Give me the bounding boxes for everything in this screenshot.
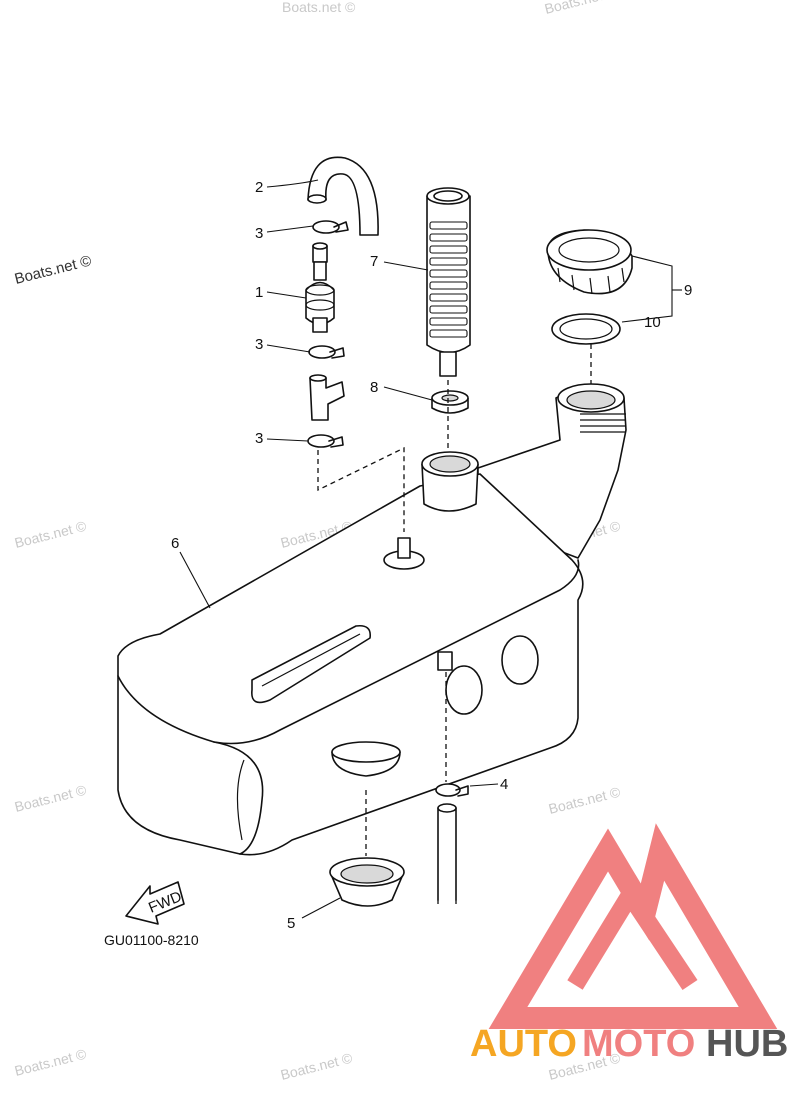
watermark: Boats.net © bbox=[547, 783, 623, 816]
watermark: Boats.net © bbox=[279, 1049, 355, 1082]
pickup-clip-part bbox=[435, 783, 469, 797]
automotohub-logo-text: AUTO MOTO HUB bbox=[470, 1023, 788, 1065]
strainer-part bbox=[426, 187, 471, 377]
logo-hub-text: HUB bbox=[706, 1023, 788, 1065]
gasket-part bbox=[551, 313, 621, 345]
part-label-3: 3 bbox=[255, 225, 263, 242]
part-label-10: 10 bbox=[644, 314, 661, 331]
fuel-hose-part bbox=[307, 156, 379, 236]
watermark: Boats.net © bbox=[543, 0, 619, 17]
fuel-tank-part bbox=[117, 383, 627, 856]
fwd-arrow-icon: FWD bbox=[125, 881, 185, 925]
elbow-joint-part bbox=[309, 374, 345, 421]
part-labels: 2 3 1 3 3 7 8 6 9 10 4 5 bbox=[171, 179, 692, 932]
strainer-slot bbox=[429, 293, 468, 302]
watermark: Boats.net © bbox=[13, 252, 93, 288]
strainer-slot bbox=[429, 245, 468, 254]
hose-clip-part bbox=[307, 434, 344, 448]
assembly-lines bbox=[317, 344, 592, 904]
strainer-slot bbox=[429, 329, 468, 338]
hose-clip-part bbox=[308, 345, 345, 359]
pickup-tube-part bbox=[437, 803, 457, 901]
watermark: Boats.net © bbox=[13, 1045, 89, 1078]
grommet-part bbox=[431, 390, 469, 414]
strainer-slot bbox=[429, 281, 468, 290]
watermark: Boats.net © bbox=[13, 517, 89, 550]
drain-plug-part bbox=[329, 857, 405, 907]
part-label-3: 3 bbox=[255, 430, 263, 447]
hose-clip-part bbox=[312, 220, 349, 234]
diagram-code: GU01100-8210 bbox=[104, 932, 199, 948]
part-label-3: 3 bbox=[255, 336, 263, 353]
logo-moto-text: MOTO bbox=[582, 1023, 695, 1065]
strainer-slot bbox=[429, 257, 468, 266]
part-label-1: 1 bbox=[255, 284, 263, 301]
part-label-2: 2 bbox=[255, 179, 263, 196]
strainer-slot bbox=[429, 233, 468, 242]
fuel-cap-part bbox=[546, 229, 633, 295]
strainer-slot bbox=[429, 269, 468, 278]
part-label-8: 8 bbox=[370, 379, 378, 396]
part-label-9: 9 bbox=[684, 282, 692, 299]
strainer-slot bbox=[429, 305, 468, 314]
part-label-6: 6 bbox=[171, 535, 179, 552]
part-label-7: 7 bbox=[370, 253, 378, 270]
leader-lines bbox=[179, 179, 682, 919]
strainer-slot bbox=[429, 317, 468, 326]
strainer-slot bbox=[429, 221, 468, 230]
logo-auto-text: AUTO bbox=[470, 1023, 577, 1065]
fuel-filter-part bbox=[305, 242, 335, 333]
watermark: Boats.net © bbox=[282, 0, 356, 15]
automotohub-logo-mark bbox=[488, 823, 778, 1029]
part-label-5: 5 bbox=[287, 915, 295, 932]
part-label-4: 4 bbox=[500, 776, 508, 793]
watermark: Boats.net © bbox=[13, 781, 89, 814]
